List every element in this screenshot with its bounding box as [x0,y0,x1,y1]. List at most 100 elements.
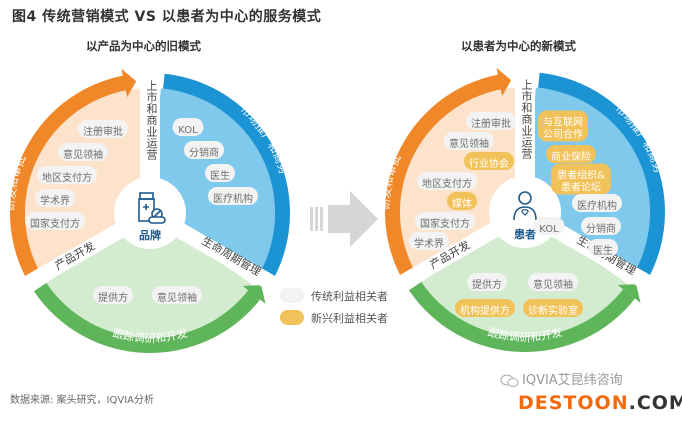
blue-item: 商业保险 [546,145,596,163]
center-label: 患者 [514,227,536,241]
left-gap-label-top: 上市和商业运营 [145,80,158,161]
medicine-bottle-pill-icon [138,192,166,224]
pill-background [455,299,515,317]
orange-item: 意见领袖 [444,132,494,150]
pill-background [464,152,514,170]
wechat-icon [500,374,519,387]
blue-arrow-arc [163,73,290,288]
green-arrow-arc [33,282,266,354]
orange-item: 注册审批 [466,112,516,130]
blue-item: KOL [172,118,204,136]
pill-label: 医疗机构 [213,192,253,205]
orange-item: 地区支付方 [417,172,477,190]
pill-background [551,163,611,195]
pill-label: 意见领袖 [157,291,197,304]
site-logo: DESTOON.COM [518,392,682,414]
legend-label: 新兴利益相关者 [311,311,388,325]
pill-background [35,189,75,207]
pill-label: 国家支付方 [30,217,80,230]
blue-item: 分销商 [184,141,224,159]
watermark-text: IQVIA艾昆纬咨询 [522,373,623,388]
pill-background [523,299,583,317]
orange-arrow-arc [9,68,137,284]
pill-background [572,194,622,212]
pill-background [528,273,578,291]
pill-background [37,166,97,184]
pill-label: 公司合作 [543,128,583,141]
pill-background [205,164,235,182]
pill-background [546,145,596,163]
pill-background [588,239,618,257]
legend-item: 传统利益相关者 [280,288,388,303]
legend-swatch [280,288,304,303]
pill-background [172,118,204,136]
blue-arrow-arc [538,72,665,287]
pill-label: 注册审批 [471,117,511,130]
pill-background [25,212,85,230]
arrow-tail-bar [310,207,313,231]
data-source: 数据来源: 案头研究，IQVIA分析 [10,395,154,406]
orange-arrow-arc [385,67,512,283]
pill-label: 患者论坛 [561,181,601,194]
green-arrow-arc [408,281,641,352]
pill-background [447,192,477,210]
pill-label: 商业保险 [551,150,591,163]
pill-label: 学术界 [40,194,70,207]
blue-item: 医疗机构 [208,187,258,205]
watermark: IQVIA艾昆纬咨询 [500,369,623,388]
orange-item: 行业协会 [464,152,514,170]
orange-item: 学术界 [409,232,449,250]
segment-divider [14,221,129,296]
green-item: 机构提供方 [455,299,515,317]
pill-label: 分销商 [586,222,616,235]
pill-background [152,286,202,304]
blue-item: 医生 [588,239,618,257]
green-segment [46,229,253,338]
arrow-tail-bar [315,207,318,231]
pill-label: 媒体 [452,198,472,210]
green-item: 意见领袖 [528,273,578,291]
orange-item: 国家支付方 [415,212,475,230]
pill-background [581,217,621,235]
pill-label: 分销商 [189,146,219,159]
site-logo-b: .COM [628,392,682,414]
pill-label: 诊断实验室 [528,304,578,317]
segment-divider [546,220,661,295]
green-item: 提供方 [467,273,507,291]
blue-item: 医生 [205,164,235,182]
pill-label: 意见领袖 [63,148,103,161]
blue-item: 医疗机构 [572,194,622,212]
site-logo-a: DESTOON [518,392,629,414]
green-item: 提供方 [93,286,133,304]
blue-item: KOL [533,217,565,235]
pill-label: 机构提供方 [460,304,510,317]
pill-background [538,110,588,142]
pill-label: 患者组织& [557,169,605,182]
right-arrow-icon [328,191,378,247]
pill-background [466,112,516,130]
pill-label: 地区支付方 [42,171,92,184]
orange-item: 地区支付方 [37,166,97,184]
pill-background [58,143,108,161]
pill-background [93,286,133,304]
pill-background [444,132,494,150]
pill-label: 地区支付方 [422,177,472,190]
pill-label: 医生 [210,169,230,182]
right-subtitle: 以患者为中心的新模式 [461,39,576,53]
orange-item: 学术界 [35,189,75,207]
pill-label: 医疗机构 [577,199,617,212]
pill-background [467,273,507,291]
pill-label: 注册审批 [83,125,123,138]
right-wheel: 研发和审批市场推广和商务跟踪调研和开发生命周期管理产品开发患者注册审批意见领袖行… [379,60,665,352]
pill-background [208,187,258,205]
pill-background [533,217,565,235]
pill-label: 国家支付方 [420,217,470,230]
legend-item: 新兴利益相关者 [280,310,388,325]
pill-label: KOL [178,125,198,136]
blue-item: 分销商 [581,217,621,235]
pill-label: 提供方 [98,291,128,304]
pill-label: 学术界 [414,237,444,250]
figure-title: 图4 传统营销模式 VS 以患者为中心的服务模式 [12,9,322,25]
